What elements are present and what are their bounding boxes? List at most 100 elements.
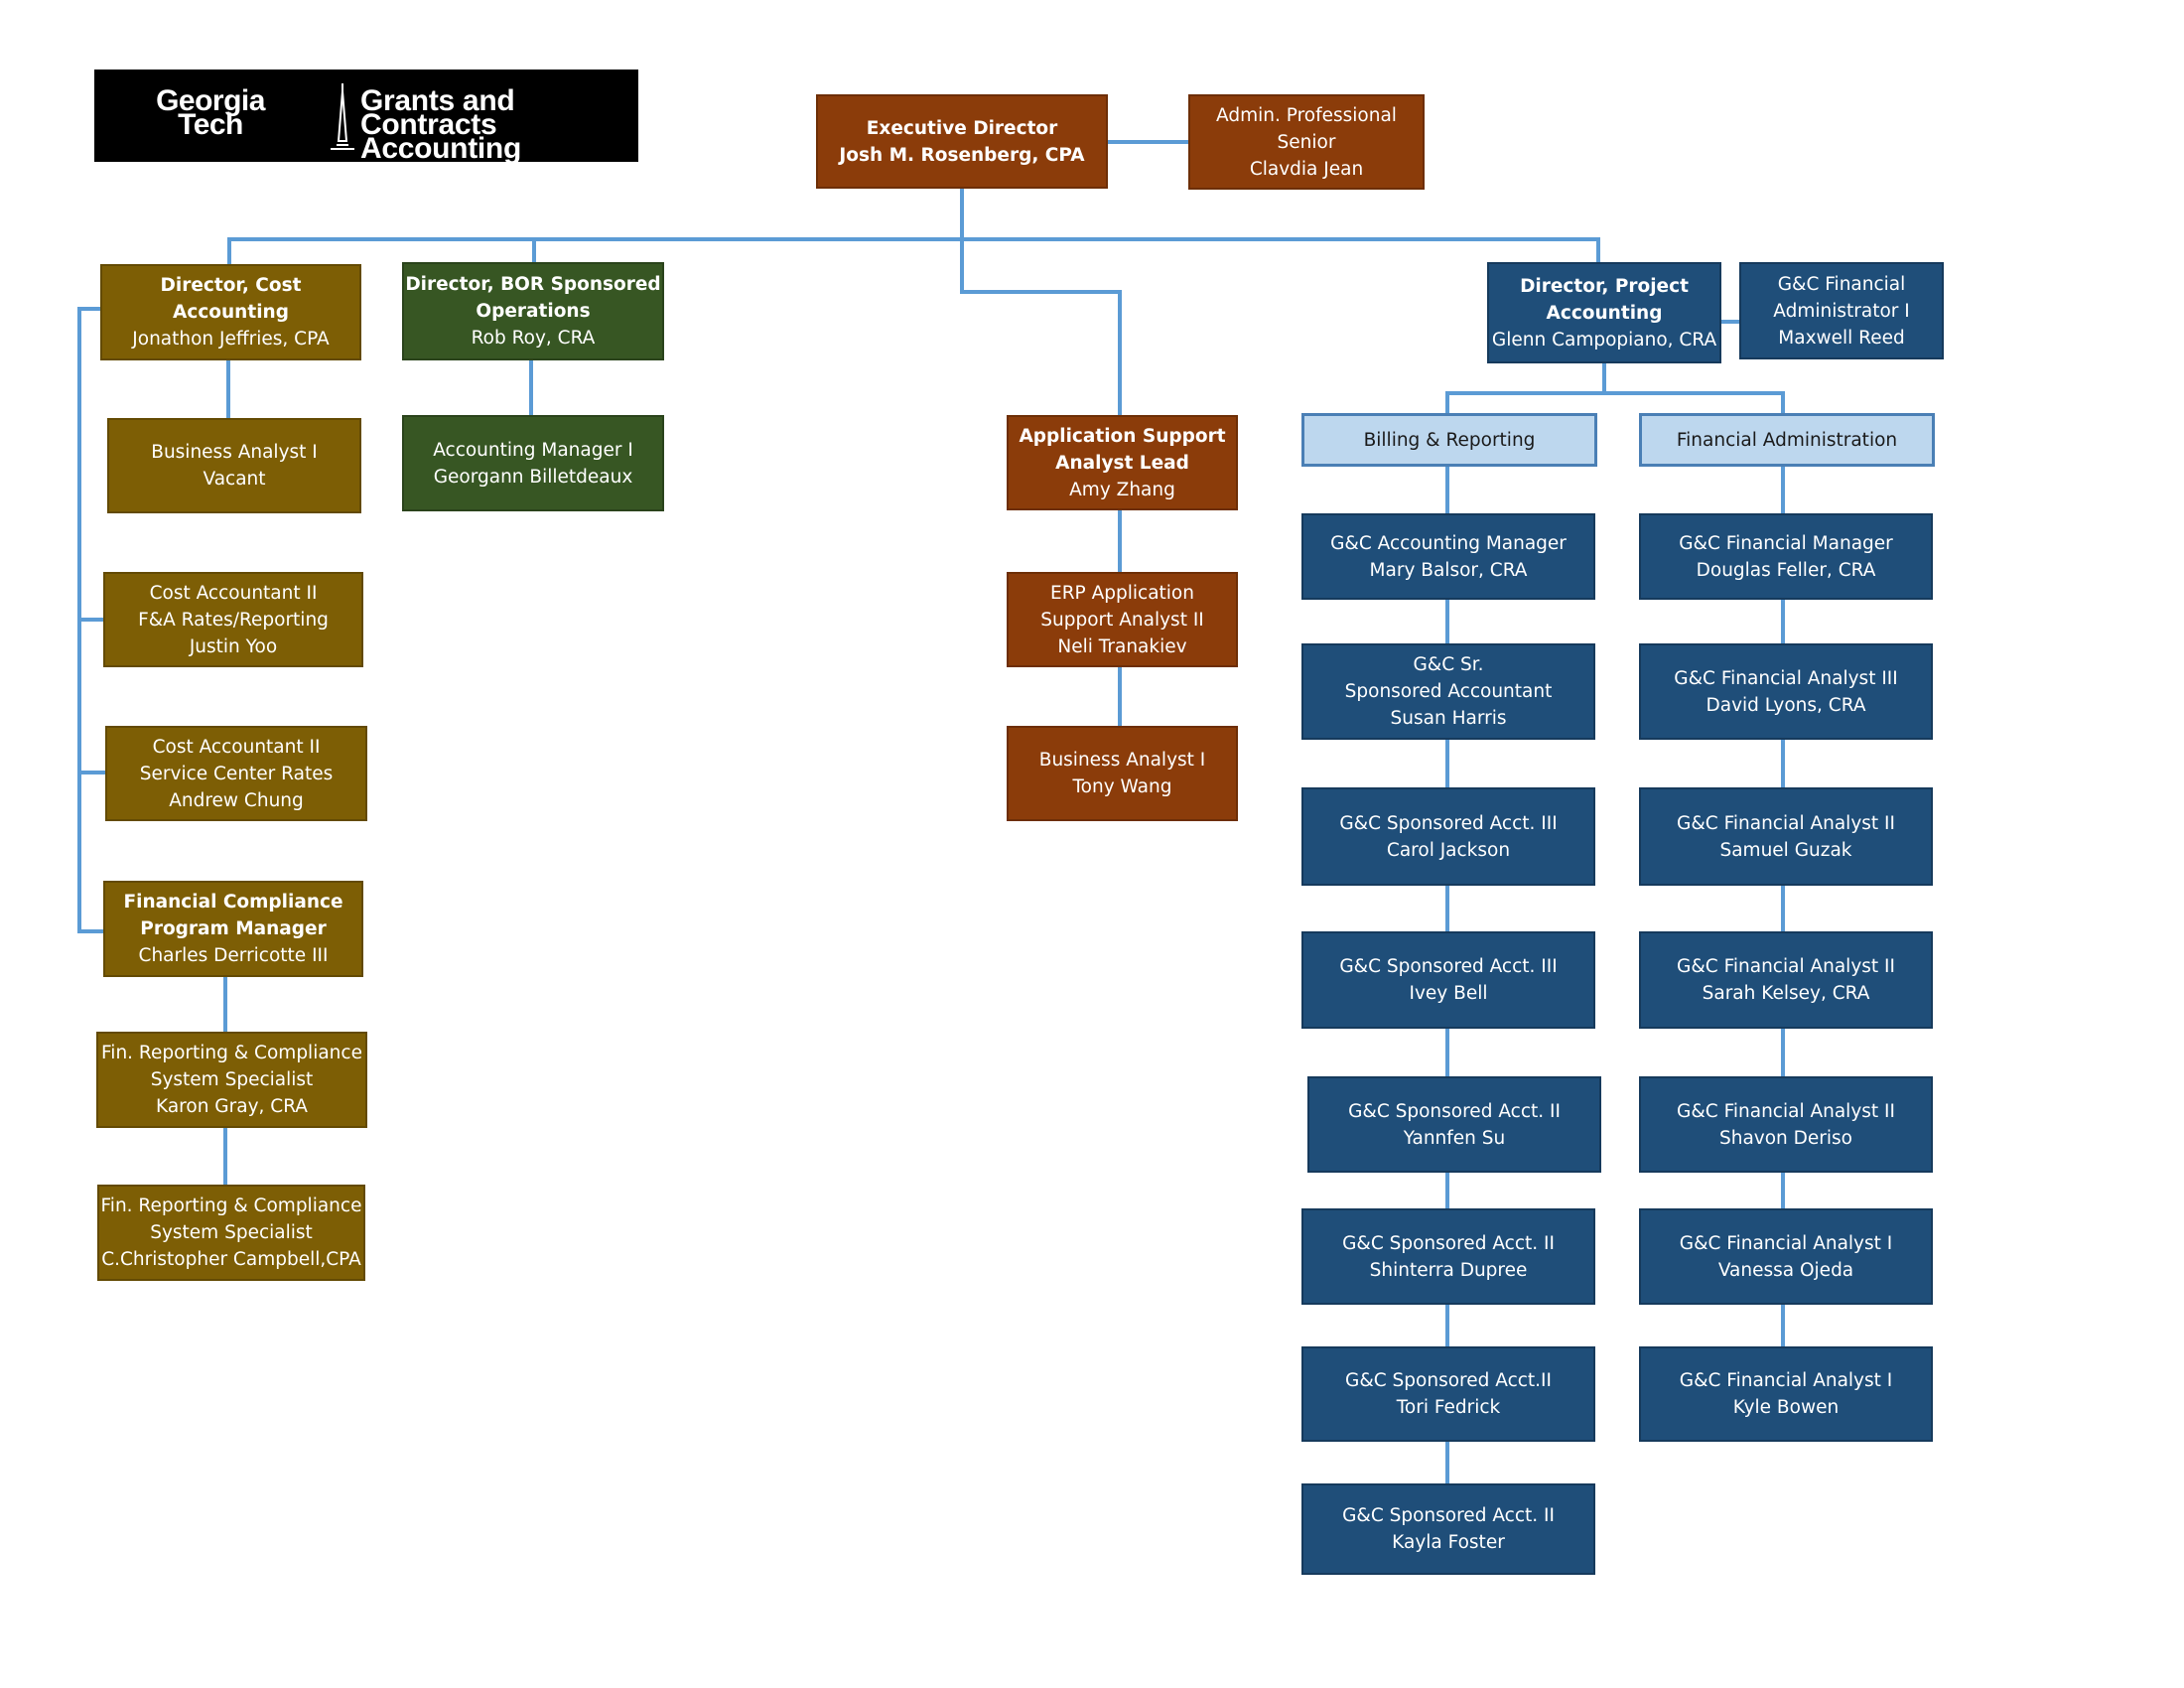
billing-node: G&C Sponsored Acct. II Yannfen Su: [1307, 1076, 1601, 1173]
compliance-specialist-1-title-1: Fin. Reporting & Compliance: [101, 1043, 362, 1063]
billing-title: G&C Sponsored Acct. II: [1348, 1100, 1561, 1122]
billing-name: Ivey Bell: [1409, 983, 1488, 1004]
finadmin-node: G&C Financial Analyst II Samuel Guzak: [1639, 787, 1933, 886]
compliance-manager-title-2: Program Manager: [140, 918, 327, 939]
logo-line-2: Tech: [178, 108, 243, 141]
billing-name: Susan Harris: [1390, 708, 1507, 729]
financial-administration-label: Financial Administration: [1676, 429, 1898, 451]
executive-director-title: Executive Director: [866, 117, 1058, 139]
billing-title: G&C Sponsored Acct.II: [1345, 1370, 1552, 1391]
cost-business-analyst-box: Business Analyst I Vacant: [107, 418, 361, 513]
finadmin-title: G&C Financial Analyst I: [1679, 1232, 1893, 1254]
erp-title-1: ERP Application: [1050, 582, 1194, 604]
billing-node: G&C Sr. Sponsored Accountant Susan Harri…: [1301, 643, 1595, 740]
compliance-manager-title-1: Financial Compliance: [123, 892, 343, 913]
billing-title: G&C Accounting Manager: [1330, 532, 1567, 554]
app-lead-title-2: Analyst Lead: [1055, 452, 1189, 474]
finadmin-title: G&C Financial Analyst II: [1677, 812, 1895, 834]
compliance-specialist-1-box: Fin. Reporting & Compliance System Speci…: [96, 1032, 367, 1128]
app-lead-name: Amy Zhang: [1069, 479, 1175, 500]
director-project-accounting-box: Director, Project Accounting Glenn Campo…: [1487, 262, 1721, 363]
finadmin-node: G&C Financial Analyst II Sarah Kelsey, C…: [1639, 931, 1933, 1029]
director-cost-title-1: Director, Cost: [160, 275, 302, 296]
billing-title: G&C Sponsored Acct. III: [1339, 956, 1558, 977]
billing-node: G&C Sponsored Acct. II Kayla Foster: [1301, 1483, 1595, 1575]
fin-admin-title-2: Administrator I: [1773, 300, 1910, 322]
finadmin-title: G&C Financial Analyst II: [1677, 1100, 1895, 1122]
cost-accountant-sc-box: Cost Accountant II Service Center Rates …: [105, 726, 367, 821]
logo-unit-line-1: Grants and Contracts: [360, 84, 515, 141]
finadmin-title: G&C Financial Analyst I: [1679, 1370, 1893, 1391]
director-bor-name: Rob Roy, CRA: [471, 328, 596, 349]
admin-professional-name: Clavdia Jean: [1249, 158, 1364, 180]
finadmin-title: G&C Financial Analyst III: [1674, 667, 1898, 689]
billing-node: G&C Sponsored Acct. III Ivey Bell: [1301, 931, 1595, 1029]
gc-financial-administrator-box: G&C Financial Administrator I Maxwell Re…: [1739, 262, 1944, 359]
compliance-specialist-2-name: C.Christopher Campbell,CPA: [101, 1249, 361, 1270]
logo-line-1: Georgia: [156, 84, 265, 117]
billing-name: Carol Jackson: [1386, 839, 1511, 861]
finadmin-name: Douglas Feller, CRA: [1696, 559, 1876, 581]
cost-accountant-sc-name: Andrew Chung: [169, 789, 304, 811]
erp-support-analyst-box: ERP Application Support Analyst II Neli …: [1007, 572, 1238, 667]
director-bor-title-2: Operations: [476, 301, 591, 322]
finadmin-title: G&C Financial Manager: [1679, 532, 1893, 554]
director-cost-accounting-box: Director, Cost Accounting Jonathon Jeffr…: [100, 264, 361, 360]
compliance-specialist-2-title-1: Fin. Reporting & Compliance: [100, 1196, 362, 1216]
app-ba-name: Tony Wang: [1072, 776, 1172, 797]
logo-unit-name: Grants and Contracts Accounting: [360, 86, 638, 164]
finadmin-node: G&C Financial Analyst II Shavon Deriso: [1639, 1076, 1933, 1173]
billing-title: G&C Sponsored Acct. III: [1339, 812, 1558, 834]
director-project-name: Glenn Campopiano, CRA: [1491, 329, 1717, 351]
compliance-specialist-2-title-2: System Specialist: [150, 1222, 313, 1243]
bor-manager-name: Georgann Billetdeaux: [433, 466, 633, 488]
billing-name: Shinterra Dupree: [1369, 1259, 1528, 1281]
billing-reporting-label: Billing & Reporting: [1363, 429, 1536, 451]
finadmin-node: G&C Financial Analyst III David Lyons, C…: [1639, 643, 1933, 740]
cost-accountant-sc-title-2: Service Center Rates: [139, 763, 334, 784]
billing-node: G&C Sponsored Acct. III Carol Jackson: [1301, 787, 1595, 886]
bor-manager-title: Accounting Manager I: [433, 439, 633, 461]
billing-node: G&C Accounting Manager Mary Balsor, CRA: [1301, 513, 1595, 600]
director-project-title-2: Accounting: [1546, 302, 1663, 324]
finadmin-name: Kyle Bowen: [1732, 1397, 1840, 1418]
admin-professional-title-2: Senior: [1277, 131, 1336, 153]
finadmin-name: Shavon Deriso: [1718, 1127, 1852, 1149]
compliance-manager-name: Charles Derricotte III: [138, 945, 329, 966]
cost-accountant-fa-box: Cost Accountant II F&A Rates/Reporting J…: [103, 572, 363, 667]
billing-name: Mary Balsor, CRA: [1369, 559, 1528, 581]
erp-title-2: Support Analyst II: [1040, 609, 1204, 631]
cost-business-analyst-name: Vacant: [203, 469, 266, 490]
financial-compliance-manager-box: Financial Compliance Program Manager Cha…: [103, 881, 363, 977]
erp-name: Neli Tranakiev: [1057, 635, 1187, 657]
app-support-lead-box: Application Support Analyst Lead Amy Zha…: [1007, 415, 1238, 510]
finadmin-node: G&C Financial Analyst I Kyle Bowen: [1639, 1346, 1933, 1442]
tech-tower-icon: [331, 83, 354, 150]
finadmin-name: David Lyons, CRA: [1706, 694, 1866, 716]
billing-name: Tori Fedrick: [1396, 1397, 1501, 1418]
director-cost-name: Jonathon Jeffries, CPA: [132, 329, 330, 350]
cost-accountant-sc-title-1: Cost Accountant II: [152, 736, 321, 758]
app-business-analyst-box: Business Analyst I Tony Wang: [1007, 726, 1238, 821]
billing-reporting-header: Billing & Reporting: [1301, 413, 1597, 467]
cost-accountant-fa-title-2: F&A Rates/Reporting: [138, 609, 329, 631]
executive-director-name: Josh M. Rosenberg, CPA: [839, 144, 1085, 166]
billing-name: Kayla Foster: [1392, 1532, 1505, 1553]
director-project-title-1: Director, Project: [1520, 275, 1689, 297]
billing-node: G&C Sponsored Acct.II Tori Fedrick: [1301, 1346, 1595, 1442]
finadmin-name: Sarah Kelsey, CRA: [1702, 983, 1870, 1004]
billing-node: G&C Sponsored Acct. II Shinterra Dupree: [1301, 1208, 1595, 1305]
finadmin-node: G&C Financial Analyst I Vanessa Ojeda: [1639, 1208, 1933, 1305]
logo-wordmark: Georgia Tech: [96, 86, 325, 140]
director-bor-title-1: Director, BOR Sponsored: [405, 274, 661, 295]
fin-admin-title-1: G&C Financial: [1777, 273, 1906, 295]
financial-administration-header: Financial Administration: [1639, 413, 1935, 467]
logo-unit-line-2: Accounting: [360, 132, 521, 165]
cost-business-analyst-title: Business Analyst I: [151, 442, 318, 463]
cost-accountant-fa-title-1: Cost Accountant II: [149, 582, 318, 604]
billing-name: Yannfen Su: [1403, 1127, 1506, 1149]
director-bor-box: Director, BOR Sponsored Operations Rob R…: [402, 262, 664, 360]
cost-accountant-fa-name: Justin Yoo: [189, 635, 278, 657]
compliance-specialist-2-box: Fin. Reporting & Compliance System Speci…: [97, 1185, 365, 1281]
